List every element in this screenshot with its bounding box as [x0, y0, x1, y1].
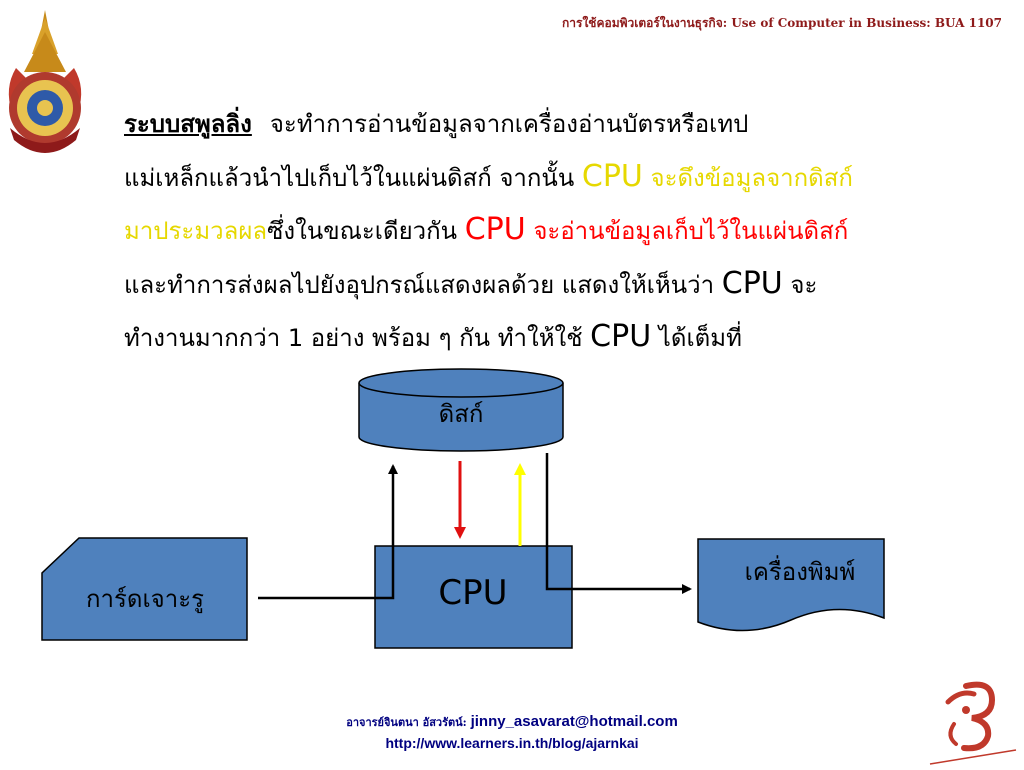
disk-to-printer-connector: [545, 453, 692, 594]
printer-node: เครื่องพิมพ์: [697, 538, 885, 632]
text-highlight-red: จะอ่านข้อมูลเก็บไว้ในแผ่นดิสก์: [525, 217, 849, 245]
disk-node: ดิสก์: [358, 368, 564, 452]
punched-card-label: การ์ดเจาะรู: [86, 585, 204, 614]
disk-label: ดิสก์: [439, 400, 484, 428]
slide-footer: อาจารย์จินตนา อัสวรัตน์: jinny_asavarat@…: [0, 711, 1024, 753]
text-segment: ทำงานมากกว่า 1 อย่าง พร้อม ๆ กัน ทำให้ใช…: [124, 324, 591, 352]
spooling-description: ระบบสพูลลิ่ง จะทำการอ่านข้อมูลจากเครื่องอ…: [124, 98, 1014, 365]
cpu-node: CPU: [374, 545, 573, 649]
text-highlight-yellow: จะดึงข้อมูลจากดิสก์: [642, 163, 853, 192]
text-segment: และทำการส่งผลไปยังอุปกรณ์แสดงผลด้วย แสดง…: [124, 270, 722, 299]
cpu-label: CPU: [438, 573, 507, 613]
card-to-disk-connector: [258, 464, 398, 600]
instructor-name: อาจารย์จินตนา อัสวรัตน์:: [346, 716, 471, 729]
instructor-email: jinny_asavarat@hotmail.com: [470, 713, 678, 730]
text-segment: จะทำการอ่านข้อมูลจากเครื่องอ่านบัตรหรือเ…: [269, 110, 749, 138]
cpu-text: CPU: [590, 319, 652, 354]
university-emblem-logo: [2, 8, 88, 158]
text-line-1: ระบบสพูลลิ่ง จะทำการอ่านข้อมูลจากเครื่องอ…: [124, 98, 1014, 151]
text-line-3: มาประมวลผลซึ่งในขณะเดียวกัน CPU จะอ่านข้…: [124, 204, 1014, 258]
slide-header-title: การใช้คอมพิวเตอร์ในงานธุรกิจ: Use of Com…: [562, 16, 1002, 30]
text-highlight-yellow: มาประมวลผล: [124, 217, 268, 245]
cpu-highlight: CPU: [464, 212, 526, 247]
text-segment: ได้เต็มที่: [651, 324, 742, 352]
text-segment: ซึ่งในขณะเดียวกัน: [267, 217, 465, 245]
rattanakosin-logo: [926, 680, 1020, 770]
text-line-4: และทำการส่งผลไปยังอุปกรณ์แสดงผลด้วย แสดง…: [124, 258, 1014, 312]
cpu-text: CPU: [721, 265, 783, 301]
text-segment: จะ: [782, 270, 818, 299]
text-segment: แม่เหล็กแล้วนำไปเก็บไว้ในแผ่นดิสก์ จากนั…: [124, 163, 582, 192]
cpu-highlight: CPU: [581, 158, 643, 194]
text-line-5: ทำงานมากกว่า 1 อย่าง พร้อม ๆ กัน ทำให้ใช…: [124, 311, 1014, 365]
text-line-2: แม่เหล็กแล้วนำไปเก็บไว้ในแผ่นดิสก์ จากนั…: [124, 151, 1014, 205]
footer-contact-line: อาจารย์จินตนา อัสวรัตน์: jinny_asavarat@…: [0, 711, 1024, 733]
spooling-term: ระบบสพูลลิ่ง: [124, 110, 252, 138]
punched-card-node: การ์ดเจาะรู: [41, 537, 248, 641]
footer-url: http://www.learners.in.th/blog/ajarnkai: [385, 735, 639, 751]
printer-label: เครื่องพิมพ์: [745, 555, 856, 586]
